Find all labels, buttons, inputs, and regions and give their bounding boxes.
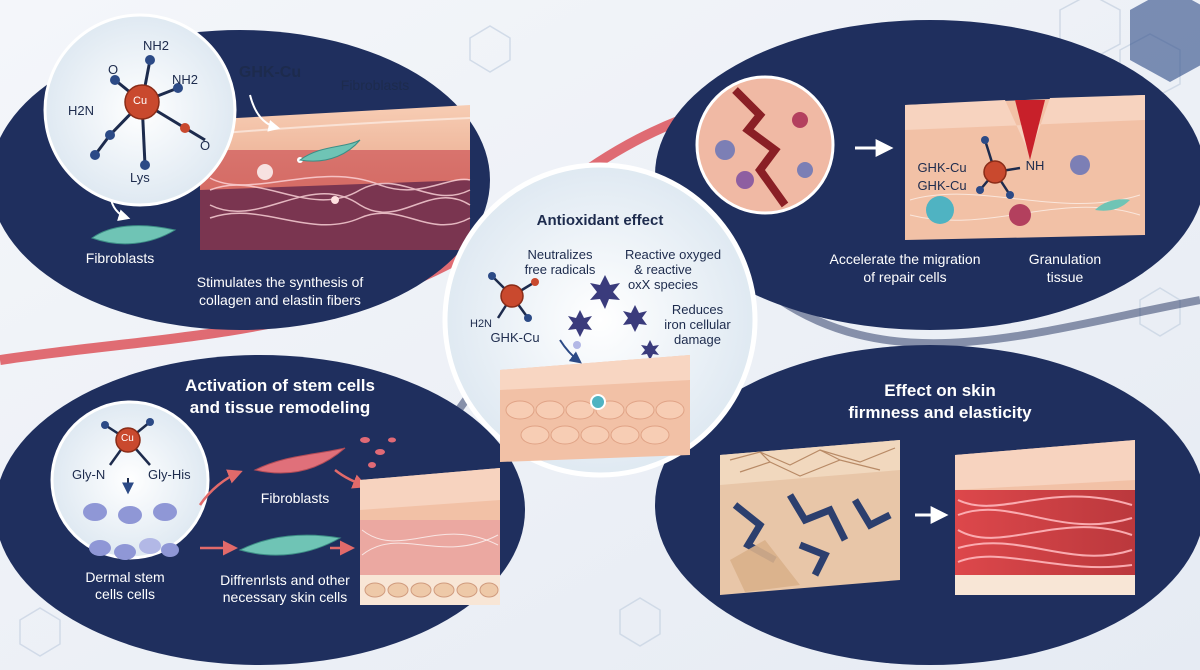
- atom-cu: Cu: [133, 95, 148, 107]
- fibroblasts-label-top: Fibroblasts: [340, 77, 410, 93]
- granulation-block: [905, 95, 1145, 240]
- protected-skin-block: [500, 355, 690, 462]
- arrow-stem-up: [198, 469, 243, 506]
- firmness-panel: [655, 345, 1200, 665]
- fibroblasts-label-stem: Fibroblasts: [260, 490, 330, 506]
- ghk-cu-label-2: GHK-Cu: [917, 178, 967, 193]
- atom-o-right: O: [200, 138, 211, 153]
- collagen-caption-line1: Stimulates the synthesis of: [196, 274, 364, 290]
- stem-title-line2: and tissue remodeling: [189, 398, 371, 417]
- stem-panel: [0, 355, 525, 665]
- arrow-mol-to-skin: [249, 94, 281, 132]
- healthy-skin-block: [955, 440, 1135, 595]
- dermal-stem-cells: [89, 538, 179, 560]
- red-cell-particles: [360, 437, 396, 468]
- reactive-line2: & reactive: [634, 262, 692, 277]
- dermal-line2: cells cells: [95, 586, 155, 602]
- atom-h2n-left: H2N: [68, 103, 95, 118]
- corner-hexagon: [1130, 0, 1200, 82]
- collagen-panel: [0, 13, 490, 330]
- dermal-line1: Dermal stem: [85, 569, 165, 585]
- reduces-line2: iron cellular: [664, 317, 731, 332]
- ghk-cu-molecule-top: [43, 13, 237, 207]
- fibroblasts-label-left: Fibroblasts: [85, 250, 155, 266]
- neutralizes-line2: free radicals: [524, 262, 596, 277]
- diff-line2: necessary skin cells: [222, 589, 348, 605]
- fibroblast-cell-teal: [238, 534, 342, 556]
- diff-line1: Diffrenrlsts and other: [220, 572, 350, 588]
- stem-title-line1: Activation of stem cells: [185, 376, 375, 395]
- wound-panel: [655, 20, 1200, 330]
- skin-block-top-left: [199, 105, 471, 250]
- fibroblast-cell-left: [90, 225, 177, 245]
- atom-nh2-right: NH2: [172, 72, 199, 87]
- wound-caption-line2: of repair cells: [863, 269, 947, 285]
- antioxidant-panel: [442, 162, 758, 478]
- reduces-line1: Reduces: [671, 302, 724, 317]
- reduces-line3: damage: [674, 332, 721, 347]
- granulation-caption-line1: Granulation: [1028, 251, 1102, 267]
- antioxidant-title: Antioxidant effect: [536, 212, 664, 229]
- reactive-line1: Reactive oxyged: [624, 247, 722, 262]
- cu-label-stem: Cu: [121, 433, 134, 444]
- wound-caption-line1: Accelerate the migration: [829, 251, 981, 267]
- collagen-caption-line2: collagen and elastin fibers: [199, 292, 361, 308]
- arrow-down-center: [559, 339, 582, 364]
- fibroblast-cell-top: [298, 139, 361, 162]
- stem-molecule-circle: [50, 400, 210, 560]
- reactive-line3: oxX species: [627, 277, 699, 292]
- remodeled-skin-block: [360, 468, 500, 605]
- atom-o-left: O: [108, 62, 119, 77]
- atom-lys: Lys: [130, 170, 150, 185]
- gly-n-label: Gly-N: [72, 467, 106, 482]
- ghk-cu-molecule-label: GHK-Cu: [238, 64, 302, 81]
- nh-label: NH: [1025, 158, 1045, 173]
- damaged-skin-block: [720, 440, 900, 595]
- ghk-cu-label-center: GHK-Cu: [490, 330, 540, 345]
- h2n-label-center: H2N: [470, 318, 493, 330]
- ghk-cu-label-1: GHK-Cu: [917, 160, 967, 175]
- firmness-title-line2: firmness and elasticity: [848, 403, 1032, 422]
- firmness-title-line1: Effect on skin: [884, 381, 996, 400]
- gly-his-label: Gly-His: [148, 467, 191, 482]
- atom-nh2-top: NH2: [143, 38, 170, 53]
- wound-closeup: [695, 75, 835, 215]
- granulation-caption-line2: tissue: [1046, 269, 1084, 285]
- neutralizes-line1: Neutralizes: [527, 247, 593, 262]
- fibroblast-cell-pink: [253, 447, 346, 474]
